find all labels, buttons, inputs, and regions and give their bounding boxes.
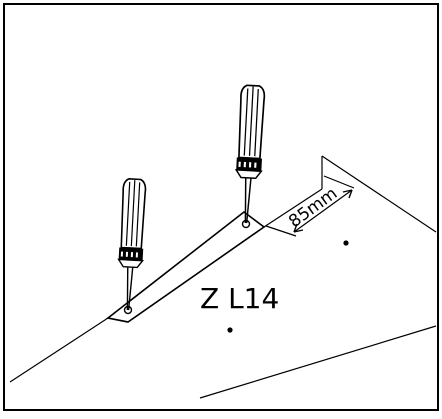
frame-border bbox=[3, 3, 439, 411]
board-hole bbox=[343, 240, 349, 246]
board-surface bbox=[9, 155, 437, 399]
part-label: Z L14 bbox=[200, 282, 279, 315]
board-hole bbox=[227, 327, 233, 333]
dimension-marker bbox=[265, 175, 355, 237]
